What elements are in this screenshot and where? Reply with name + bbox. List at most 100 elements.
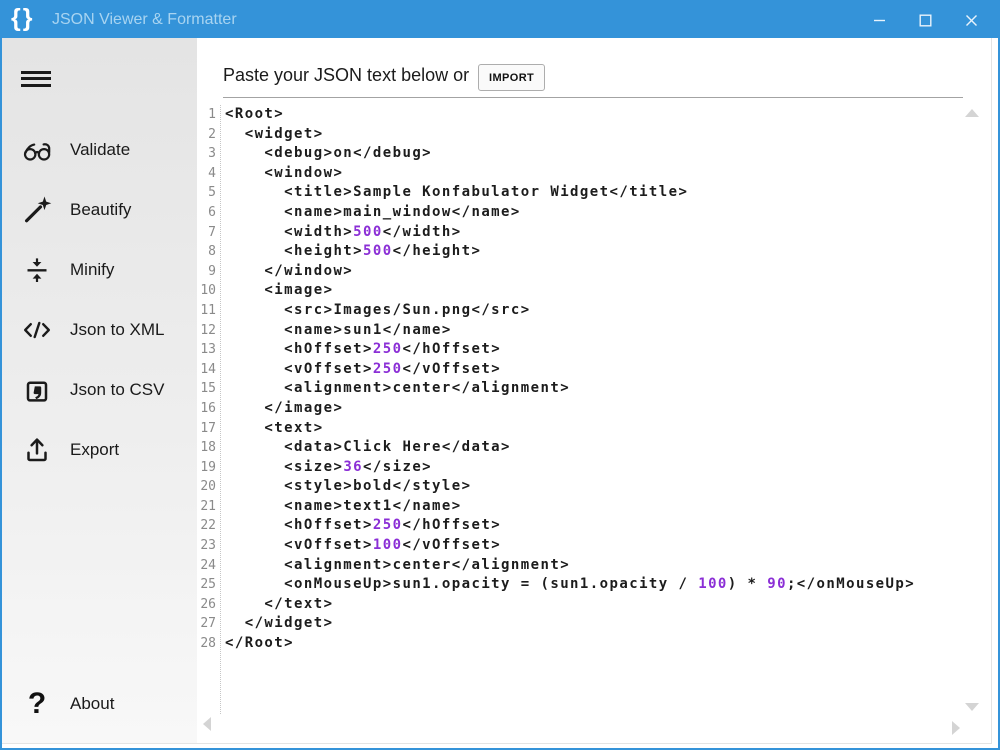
close-icon <box>965 14 977 26</box>
code-line: <image> <box>225 282 334 299</box>
line-number: 15 <box>200 381 216 397</box>
window-controls <box>856 2 994 38</box>
editor-top-divider <box>223 97 963 98</box>
line-number: 13 <box>200 342 216 358</box>
code-line: <name>text1</name> <box>225 497 462 514</box>
code-line: <window> <box>225 164 344 181</box>
code-line: <vOffset>250</vOffset> <box>225 360 502 377</box>
line-number: 26 <box>200 596 216 612</box>
upload-icon <box>27 438 47 462</box>
line-number: 4 <box>208 165 216 181</box>
line-number: 5 <box>208 185 216 201</box>
scrollbar-left-button[interactable] <box>203 717 211 731</box>
close-button[interactable] <box>948 2 994 38</box>
code-line: <name>sun1</name> <box>225 321 452 338</box>
maximize-button[interactable] <box>902 2 948 38</box>
app-logo-braces-icon: {} <box>11 4 35 32</box>
code-editor[interactable]: <Root> <widget> <debug>on</debug> <windo… <box>225 105 915 654</box>
gutter-divider <box>220 105 221 714</box>
number-literal: 100 <box>372 537 403 554</box>
code-line: </Root> <box>225 635 295 652</box>
app-title: JSON Viewer & Formatter <box>52 11 237 28</box>
minimize-icon <box>873 19 885 21</box>
line-number: 21 <box>200 498 216 514</box>
code-line: <text> <box>225 419 324 436</box>
titlebar: {} JSON Viewer & Formatter <box>2 2 998 38</box>
line-number: 24 <box>200 557 216 573</box>
number-literal: 36 <box>343 458 364 475</box>
number-literal: 250 <box>372 341 403 358</box>
code-line: </widget> <box>225 615 334 632</box>
line-number: 17 <box>200 420 216 436</box>
sidebar-item-export[interactable]: Export <box>2 420 197 480</box>
minimize-button[interactable] <box>856 2 902 38</box>
code-line: <hOffset>250</hOffset> <box>225 517 502 534</box>
code-line: <vOffset>100</vOffset> <box>225 537 502 554</box>
code-line: <title>Sample Konfabulator Widget</title… <box>225 184 689 201</box>
sidebar-item-label: Json to CSV <box>70 380 165 399</box>
sidebar-item-validate[interactable]: Validate <box>2 120 197 180</box>
collapse-icon <box>27 258 47 282</box>
scrollbar-right-button[interactable] <box>952 721 960 735</box>
sidebar-item-json-to-csv[interactable]: Json to CSV <box>2 360 197 420</box>
content-area: Validate Beautify Minify <box>2 38 992 744</box>
code-line: </text> <box>225 595 334 612</box>
code-line: <data>Click Here</data> <box>225 439 511 456</box>
code-line: <Root> <box>225 106 285 122</box>
paste-prompt-text: Paste your JSON text below or <box>223 65 470 85</box>
number-literal: 250 <box>372 360 403 377</box>
line-number: 12 <box>200 322 216 338</box>
sidebar-item-label: Validate <box>70 140 131 159</box>
import-button[interactable]: IMPORT <box>478 64 546 91</box>
quote-square-icon <box>26 381 48 402</box>
line-number: 19 <box>200 459 216 475</box>
line-number: 27 <box>200 616 216 632</box>
hamburger-menu-button[interactable] <box>21 71 51 89</box>
code-brackets-icon <box>24 321 50 339</box>
code-line: <onMouseUp>sun1.opacity = (sun1.opacity … <box>225 576 916 593</box>
magic-wand-icon <box>24 196 52 223</box>
sidebar-item-json-to-xml[interactable]: Json to XML <box>2 300 197 360</box>
line-number: 7 <box>208 224 216 240</box>
sidebar-item-label: Json to XML <box>70 320 165 339</box>
code-line: <hOffset>250</hOffset> <box>225 341 502 358</box>
sidebar-item-label: Minify <box>70 260 115 279</box>
glasses-icon <box>23 143 51 161</box>
scrollbar-down-button[interactable] <box>965 703 979 711</box>
line-number: 16 <box>200 400 216 416</box>
number-literal: 500 <box>353 223 383 240</box>
code-line: <src>Images/Sun.png</src> <box>225 301 531 318</box>
number-literal: 500 <box>363 243 393 260</box>
code-line: <alignment>center</alignment> <box>225 380 571 397</box>
scrollbar-up-button[interactable] <box>965 109 979 117</box>
code-line: <name>main_window</name> <box>225 203 521 220</box>
sidebar-item-about[interactable]: ? About <box>2 674 197 734</box>
number-literal: 100 <box>698 576 728 593</box>
code-line: <debug>on</debug> <box>225 145 433 162</box>
question-mark-icon: ? <box>27 687 47 720</box>
sidebar: Validate Beautify Minify <box>2 38 197 743</box>
line-number: 3 <box>208 146 216 162</box>
code-line: <widget> <box>225 125 324 142</box>
sidebar-item-label: Beautify <box>70 200 132 219</box>
line-number: 23 <box>200 538 216 554</box>
line-number: 18 <box>200 440 216 456</box>
line-number: 28 <box>200 636 216 652</box>
code-line: <width>500</width> <box>225 223 462 240</box>
number-literal: 90 <box>767 576 787 593</box>
line-number: 22 <box>200 518 216 534</box>
code-line: <height>500</height> <box>225 243 482 260</box>
line-number: 25 <box>200 577 216 593</box>
code-line: </image> <box>225 399 344 416</box>
sidebar-item-beautify[interactable]: Beautify <box>2 180 197 240</box>
sidebar-item-minify[interactable]: Minify <box>2 240 197 300</box>
sidebar-item-label: About <box>70 694 115 713</box>
line-number: 20 <box>200 479 216 495</box>
line-number: 9 <box>208 263 216 279</box>
line-number: 10 <box>200 283 216 299</box>
code-line: <style>bold</style> <box>225 478 472 495</box>
line-number: 8 <box>208 244 216 260</box>
maximize-icon <box>919 14 932 27</box>
